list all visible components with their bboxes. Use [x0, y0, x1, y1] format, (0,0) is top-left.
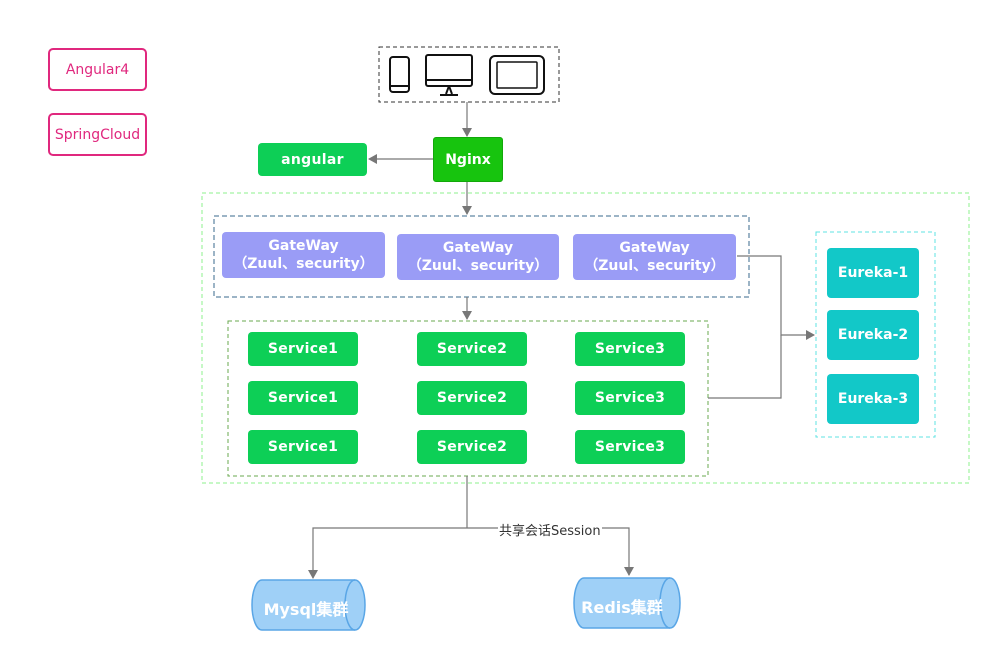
arrow-to-mysql [308, 527, 467, 579]
session-label: 共享会话Session [498, 520, 602, 539]
eureka-node-1: Eureka-1 [827, 248, 919, 298]
legend-springcloud-label: SpringCloud [54, 126, 141, 143]
angular-label: angular [281, 151, 344, 168]
desktop-icon [425, 54, 473, 96]
gateway-sub: （Zuul、security） [407, 258, 549, 274]
arrow-gateway-eureka [737, 255, 815, 340]
eureka-node-2: Eureka-2 [827, 310, 919, 360]
angular-node: angular [258, 143, 367, 176]
services-group [227, 320, 709, 477]
nginx-node: Nginx [433, 137, 503, 182]
service-node: Service1 [248, 381, 358, 415]
springcloud-region [201, 192, 970, 484]
eureka-node-3: Eureka-3 [827, 374, 919, 424]
service-label: Service1 [267, 390, 339, 406]
mysql-cylinder [251, 579, 366, 631]
gateway-title: GateWay [619, 240, 690, 256]
gateway-title: GateWay [442, 240, 514, 256]
service-label: Service2 [436, 341, 508, 357]
service-label: Service1 [267, 341, 339, 357]
phone-icon [389, 56, 410, 93]
eureka-label: Eureka-2 [837, 327, 909, 343]
gateway-node-1: GateWay （Zuul、security） [222, 232, 385, 278]
line-services-eureka [708, 335, 782, 399]
legend-angular4: Angular4 [48, 48, 147, 91]
service-label: Service2 [436, 390, 508, 406]
redis-cylinder [573, 577, 681, 629]
service-node: Service1 [248, 332, 358, 366]
gateway-node-2: GateWay （Zuul、security） [397, 234, 559, 280]
service-label: Service2 [436, 439, 508, 455]
clients-group [378, 46, 560, 103]
gateway-sub: （Zuul、security） [584, 258, 725, 274]
nginx-label: Nginx [445, 151, 491, 168]
service-node: Service2 [417, 381, 527, 415]
gateway-sub: （Zuul、security） [233, 256, 374, 272]
service-node: Service3 [575, 381, 685, 415]
gateway-group [213, 215, 750, 298]
eureka-label: Eureka-1 [837, 265, 909, 281]
service-label: Service3 [594, 341, 666, 357]
service-label: Service1 [267, 439, 339, 455]
gateway-node-3: GateWay （Zuul、security） [573, 234, 736, 280]
service-label: Service3 [594, 439, 666, 455]
service-node: Service3 [575, 332, 685, 366]
legend-angular4-label: Angular4 [65, 61, 130, 78]
service-node: Service1 [248, 430, 358, 464]
tablet-icon [489, 55, 545, 95]
service-node: Service3 [575, 430, 685, 464]
service-node: Service2 [417, 332, 527, 366]
eureka-group [815, 231, 936, 438]
redis-label: Redis集群 [581, 598, 663, 617]
gateway-title: GateWay [268, 238, 339, 254]
mysql-label: Mysql集群 [263, 600, 349, 619]
service-label: Service3 [594, 390, 666, 406]
service-node: Service2 [417, 430, 527, 464]
legend-springcloud: SpringCloud [48, 113, 147, 156]
eureka-label: Eureka-3 [837, 391, 909, 407]
